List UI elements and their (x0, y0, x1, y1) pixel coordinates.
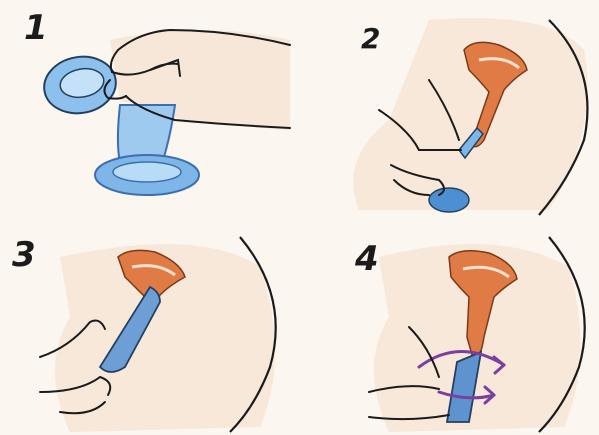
step-1-panel: 1 (0, 0, 299, 217)
step-3-panel: 3 (0, 217, 299, 435)
step-2-panel: 2 (299, 0, 599, 217)
step-4-panel: 4 (299, 217, 599, 435)
